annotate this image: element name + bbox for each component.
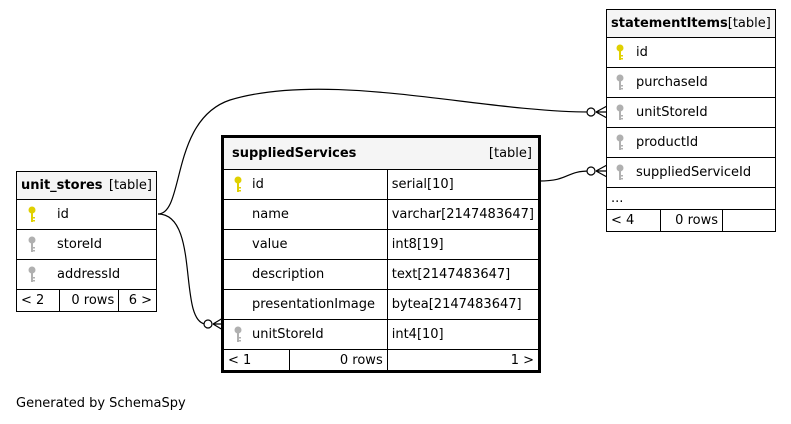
column-row[interactable]: addressId — [16, 259, 157, 290]
column-name: unitStoreId — [636, 105, 708, 120]
column-row[interactable]: suppliedServiceId — [606, 157, 776, 188]
column-name: presentationImage — [252, 297, 375, 312]
table-footer: < 2 0 rows 6 > — [16, 289, 157, 312]
edge-circle-statement-items-supplied-service — [586, 166, 596, 176]
primary-key-icon — [28, 206, 36, 222]
column-row[interactable]: productId — [606, 127, 776, 158]
column-type: text[2147483647] — [386, 259, 541, 290]
edge-circle-statement-items-unit-store — [586, 107, 596, 117]
column-row[interactable]: storeId — [16, 229, 157, 260]
more-columns-ellipsis: ... — [606, 187, 776, 210]
foreign-key-icon — [234, 326, 242, 342]
foreign-key-icon — [616, 74, 624, 90]
more-columns-row[interactable]: ... — [606, 187, 776, 210]
column-row[interactable]: value int8[19] — [222, 229, 541, 260]
generated-by-label: Generated by SchemaSpy — [16, 396, 186, 411]
column-name: suppliedServiceId — [636, 165, 752, 180]
column-row[interactable]: id — [606, 37, 776, 68]
row-count: 0 rows — [660, 209, 723, 232]
children-count[interactable]: 1 > — [386, 349, 541, 372]
table-supplied-services[interactable]: suppliedServices [table] id serial[10] — [221, 135, 541, 373]
column-name: addressId — [57, 267, 121, 282]
table-title: unit_stores — [21, 178, 103, 193]
foreign-key-icon — [616, 104, 624, 120]
table-type-label: [table] — [488, 146, 532, 161]
column-row[interactable]: name varchar[2147483647] — [222, 199, 541, 230]
children-count[interactable]: 6 > — [118, 289, 157, 312]
table-title: suppliedServices — [232, 146, 357, 161]
foreign-key-icon — [616, 164, 624, 180]
foreign-key-icon — [28, 236, 36, 252]
parents-count[interactable]: < 2 — [16, 289, 60, 312]
column-row[interactable]: unitStoreId int4[10] — [222, 319, 541, 350]
foreign-key-icon — [28, 266, 36, 282]
column-name: description — [252, 267, 325, 282]
table-unit-stores[interactable]: unit_stores [table] id — [16, 171, 157, 312]
column-row[interactable]: unitStoreId — [606, 97, 776, 128]
column-type: bytea[2147483647] — [386, 289, 541, 320]
children-count — [722, 209, 776, 232]
table-statement-items[interactable]: statementItems [table] id — [606, 9, 776, 232]
column-name: id — [636, 45, 648, 60]
column-name: purchaseId — [636, 75, 708, 90]
column-row[interactable]: id — [16, 199, 157, 230]
table-type-label: [table] — [727, 16, 771, 31]
row-count: 0 rows — [288, 349, 388, 372]
foreign-key-icon — [616, 134, 624, 150]
table-type-label: [table] — [108, 178, 152, 193]
primary-key-icon — [234, 176, 242, 192]
column-type: int8[19] — [386, 229, 541, 260]
table-footer: < 1 0 rows 1 > — [222, 349, 541, 372]
column-name: name — [252, 207, 289, 222]
edge-circle-supplied-services-unit-store — [203, 319, 213, 329]
parents-count[interactable]: < 4 — [606, 209, 661, 232]
column-type: int4[10] — [386, 319, 541, 350]
column-row[interactable]: purchaseId — [606, 67, 776, 98]
column-name: id — [57, 207, 69, 222]
table-title: statementItems — [611, 16, 728, 31]
row-count: 0 rows — [58, 289, 120, 312]
edge-unit-stores-to-supplied-services — [157, 213, 206, 325]
column-type: varchar[2147483647] — [386, 199, 541, 230]
parents-count[interactable]: < 1 — [222, 349, 290, 372]
column-name: storeId — [57, 237, 102, 252]
column-name: productId — [636, 135, 699, 150]
column-row[interactable]: description text[2147483647] — [222, 259, 541, 290]
column-type: serial[10] — [386, 169, 541, 200]
primary-key-icon — [616, 44, 624, 60]
table-footer: < 4 0 rows — [606, 209, 776, 232]
edge-supplied-services-to-statement-items — [538, 170, 591, 182]
column-name: id — [252, 177, 264, 192]
column-row[interactable]: id serial[10] — [222, 169, 541, 200]
column-row[interactable]: presentationImage bytea[2147483647] — [222, 289, 541, 320]
column-name: value — [252, 237, 288, 252]
column-name: unitStoreId — [252, 327, 324, 342]
